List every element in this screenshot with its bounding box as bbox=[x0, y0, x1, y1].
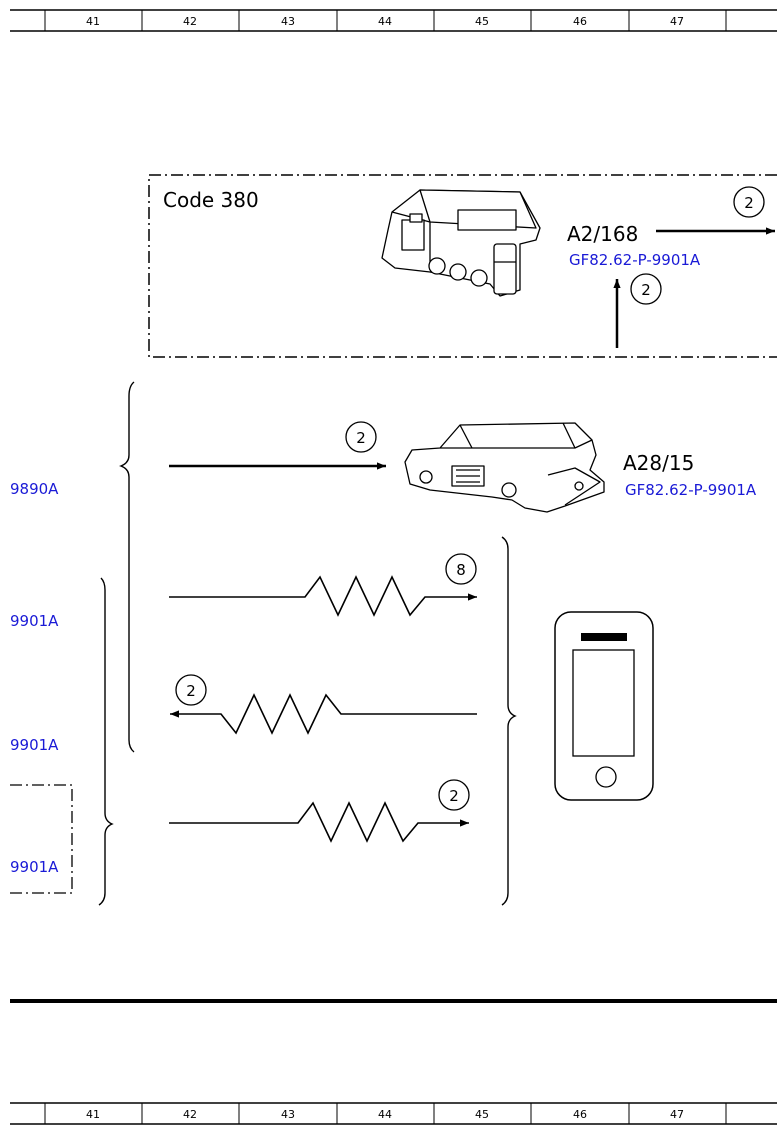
code-380-option-box: Code 380 bbox=[148, 174, 777, 358]
bottom-ruler-col-45: 45 bbox=[475, 1108, 489, 1121]
bottom-ruler: 41 42 43 44 45 46 47 bbox=[10, 1102, 777, 1125]
wireless-link-1-badge: 8 bbox=[456, 561, 466, 579]
a2-168-reference-link[interactable]: GF82.62-P-9901A bbox=[569, 251, 701, 269]
a2-168-bottom-badge: 2 bbox=[641, 281, 651, 299]
module-a28-15-icon bbox=[404, 422, 605, 513]
bottom-ruler-col-42: 42 bbox=[183, 1108, 197, 1121]
bottom-ruler-col-41: 41 bbox=[86, 1108, 100, 1121]
wireless-link-3-badge: 2 bbox=[449, 787, 459, 805]
ruler-col-43: 43 bbox=[281, 15, 295, 28]
a28-15-connection: 2 bbox=[169, 421, 386, 470]
a28-15-component-label: A28/15 bbox=[623, 451, 694, 475]
a28-15-reference-link[interactable]: GF82.62-P-9901A bbox=[625, 481, 757, 499]
a2-168-right-badge: 2 bbox=[744, 194, 754, 212]
left-braces bbox=[98, 381, 135, 906]
code-label: Code 380 bbox=[163, 188, 259, 212]
module-a2-168-icon bbox=[381, 189, 541, 297]
left-ref-9890a[interactable]: 9890A bbox=[10, 480, 59, 498]
left-ref-9901a-1[interactable]: 9901A bbox=[10, 612, 59, 630]
bottom-ruler-col-44: 44 bbox=[378, 1108, 392, 1121]
module-a28-15-labels: A28/15 GF82.62-P-9901A bbox=[623, 451, 757, 499]
a28-15-badge: 2 bbox=[356, 429, 366, 447]
wireless-link-2-badge: 2 bbox=[186, 682, 196, 700]
wireless-link-3: 2 bbox=[169, 779, 470, 843]
a2-168-component-label: A2/168 bbox=[567, 222, 638, 246]
a2-168-bottom-connection: 2 bbox=[613, 273, 662, 348]
wireless-link-2: 2 bbox=[170, 674, 477, 735]
a2-168-right-connection: 2 bbox=[656, 186, 775, 235]
top-ruler: 41 42 43 44 45 46 47 bbox=[10, 9, 777, 32]
bottom-ruler-col-46: 46 bbox=[573, 1108, 587, 1121]
module-a2-168-labels: A2/168 GF82.62-P-9901A bbox=[567, 222, 701, 269]
bottom-ruler-col-43: 43 bbox=[281, 1108, 295, 1121]
smartphone-icon bbox=[554, 611, 654, 801]
left-ref-9901a-3[interactable]: 9901A bbox=[10, 858, 59, 876]
right-brace bbox=[501, 536, 517, 906]
bottom-ruler-col-47: 47 bbox=[670, 1108, 684, 1121]
ruler-col-41: 41 bbox=[86, 15, 100, 28]
left-option-box-fragment bbox=[10, 784, 73, 894]
left-references: 9890A 9901A 9901A 9901A bbox=[10, 480, 59, 876]
ruler-col-47: 47 bbox=[670, 15, 684, 28]
wireless-link-1: 8 bbox=[169, 553, 477, 617]
ruler-col-44: 44 bbox=[378, 15, 392, 28]
ruler-col-45: 45 bbox=[475, 15, 489, 28]
left-ref-9901a-2[interactable]: 9901A bbox=[10, 736, 59, 754]
ruler-col-46: 46 bbox=[573, 15, 587, 28]
ruler-col-42: 42 bbox=[183, 15, 197, 28]
